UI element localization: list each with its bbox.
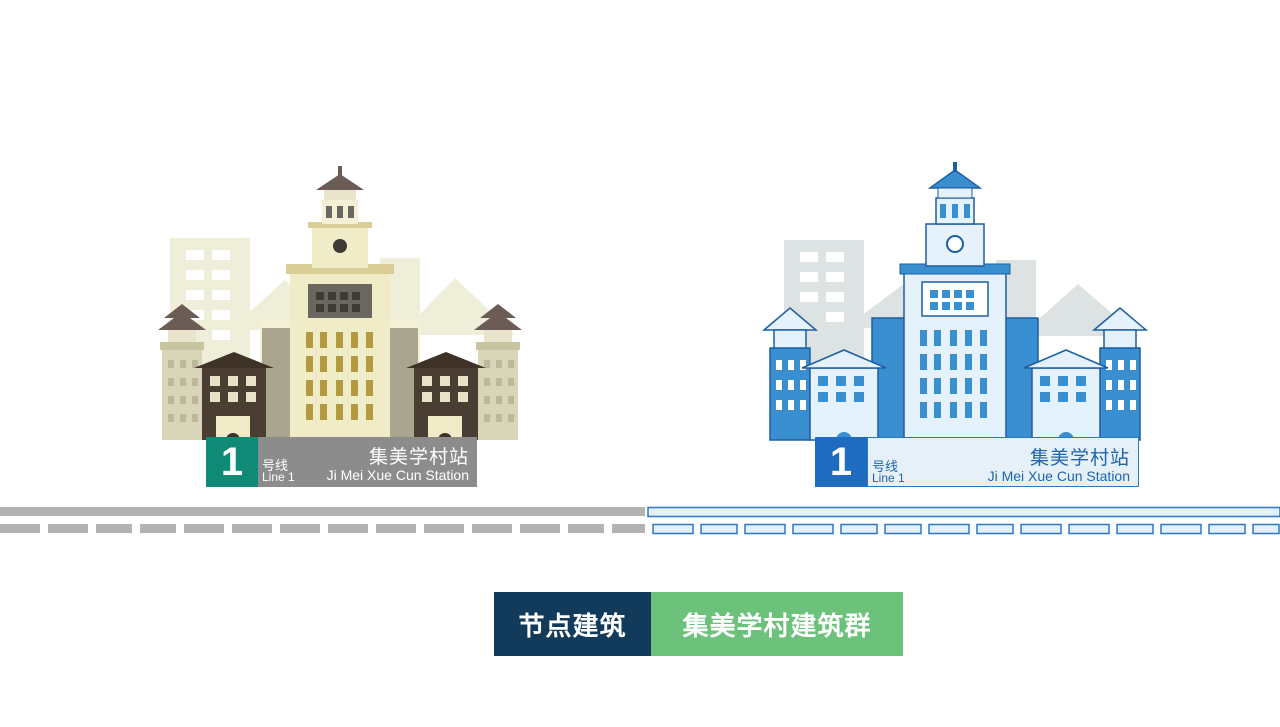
tag-value: 集美学村建筑群 — [651, 592, 903, 656]
building-illustration-color — [150, 160, 530, 495]
line-label-en: Line 1 — [262, 470, 295, 484]
node-building-tag: 节点建筑 集美学村建筑群 — [494, 592, 903, 656]
station-sign-left: 1 号线 Line 1 集美学村站 Ji Mei Xue Cun Station — [206, 437, 477, 487]
line-number-badge: 1 — [206, 437, 258, 487]
station-name-en: Ji Mei Xue Cun Station — [326, 467, 469, 483]
line-label-cn: 号线 — [872, 460, 899, 475]
station-name-cn: 集美学村站 — [1029, 447, 1130, 469]
station-name-panel: 号线 Line 1 集美学村站 Ji Mei Xue Cun Station — [867, 437, 1139, 487]
track-dashes-gray — [0, 524, 645, 533]
line-label-en: Line 1 — [872, 471, 905, 485]
station-name-cn: 集美学村站 — [368, 446, 469, 468]
line-label-cn: 号线 — [262, 459, 289, 474]
tag-label: 节点建筑 — [494, 592, 651, 656]
building-illustration-blue — [760, 158, 1152, 495]
rail-track — [0, 505, 1280, 540]
line-number-badge: 1 — [815, 437, 867, 487]
track-rail-blue — [647, 506, 1280, 518]
station-sign-right: 1 号线 Line 1 集美学村站 Ji Mei Xue Cun Station — [815, 437, 1139, 487]
station-name-panel: 号线 Line 1 集美学村站 Ji Mei Xue Cun Station — [258, 437, 477, 487]
track-rail-gray — [0, 507, 645, 516]
station-name-en: Ji Mei Xue Cun Station — [987, 468, 1130, 484]
track-dashes-blue — [652, 523, 1280, 535]
